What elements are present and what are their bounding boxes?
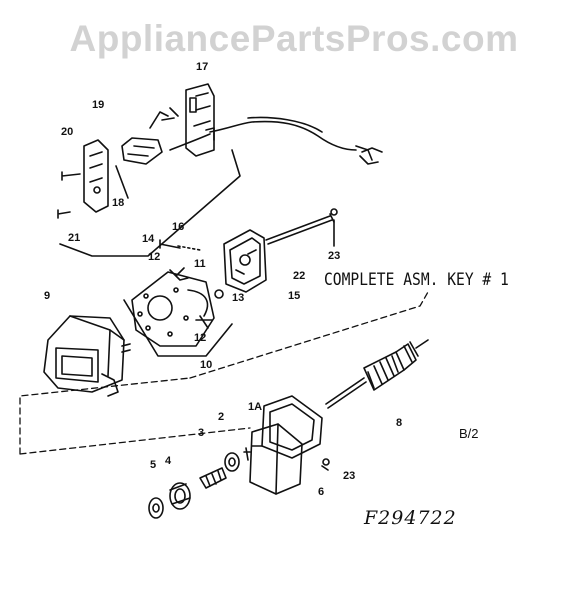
callout-label: 8 [396, 417, 403, 429]
assembly-bracket-dashed-line [20, 292, 428, 454]
callout-label: 4 [165, 455, 172, 467]
callout-label: 1A [248, 401, 263, 413]
callout-label: 15 [288, 290, 301, 302]
callout-label: 18 [112, 197, 125, 209]
callout-label: 2 [218, 411, 225, 423]
stator-drawing [44, 316, 130, 396]
callout-label: 11 [194, 258, 206, 270]
callout-label: 9 [44, 290, 51, 302]
callout-label: 5 [150, 459, 157, 471]
page-reference: B/2 [459, 426, 479, 441]
callout-label: 10 [200, 359, 213, 371]
armature-drawing [326, 340, 428, 408]
complete-assembly-note: COMPLETE ASM. KEY # 1 [324, 270, 509, 290]
brush-holder-drawing [124, 240, 232, 356]
switch-assembly-drawing [58, 84, 382, 256]
callout-label: 12 [148, 251, 161, 263]
callout-label: 14 [142, 233, 155, 245]
callout-label: 16 [172, 221, 185, 233]
callout-label: 19 [92, 99, 105, 111]
callout-label: 21 [68, 232, 81, 244]
callout-label: 17 [196, 61, 209, 73]
end-cap-drawing [215, 209, 337, 298]
watermark-text: AppliancePartsPros.com [69, 18, 519, 59]
figure-code: F294722 [364, 507, 457, 529]
callout-label: 23 [328, 250, 341, 262]
callout-label: 3 [198, 427, 205, 439]
callout-label: 20 [61, 126, 74, 138]
callout-label: 12 [194, 332, 207, 344]
callout-label: 23 [343, 470, 356, 482]
gear-housing-drawing [250, 396, 322, 494]
callout-label: 6 [318, 486, 325, 498]
callout-label: 22 [293, 270, 306, 282]
collet-parts-drawing [149, 448, 329, 518]
callout-label: 13 [232, 292, 245, 304]
